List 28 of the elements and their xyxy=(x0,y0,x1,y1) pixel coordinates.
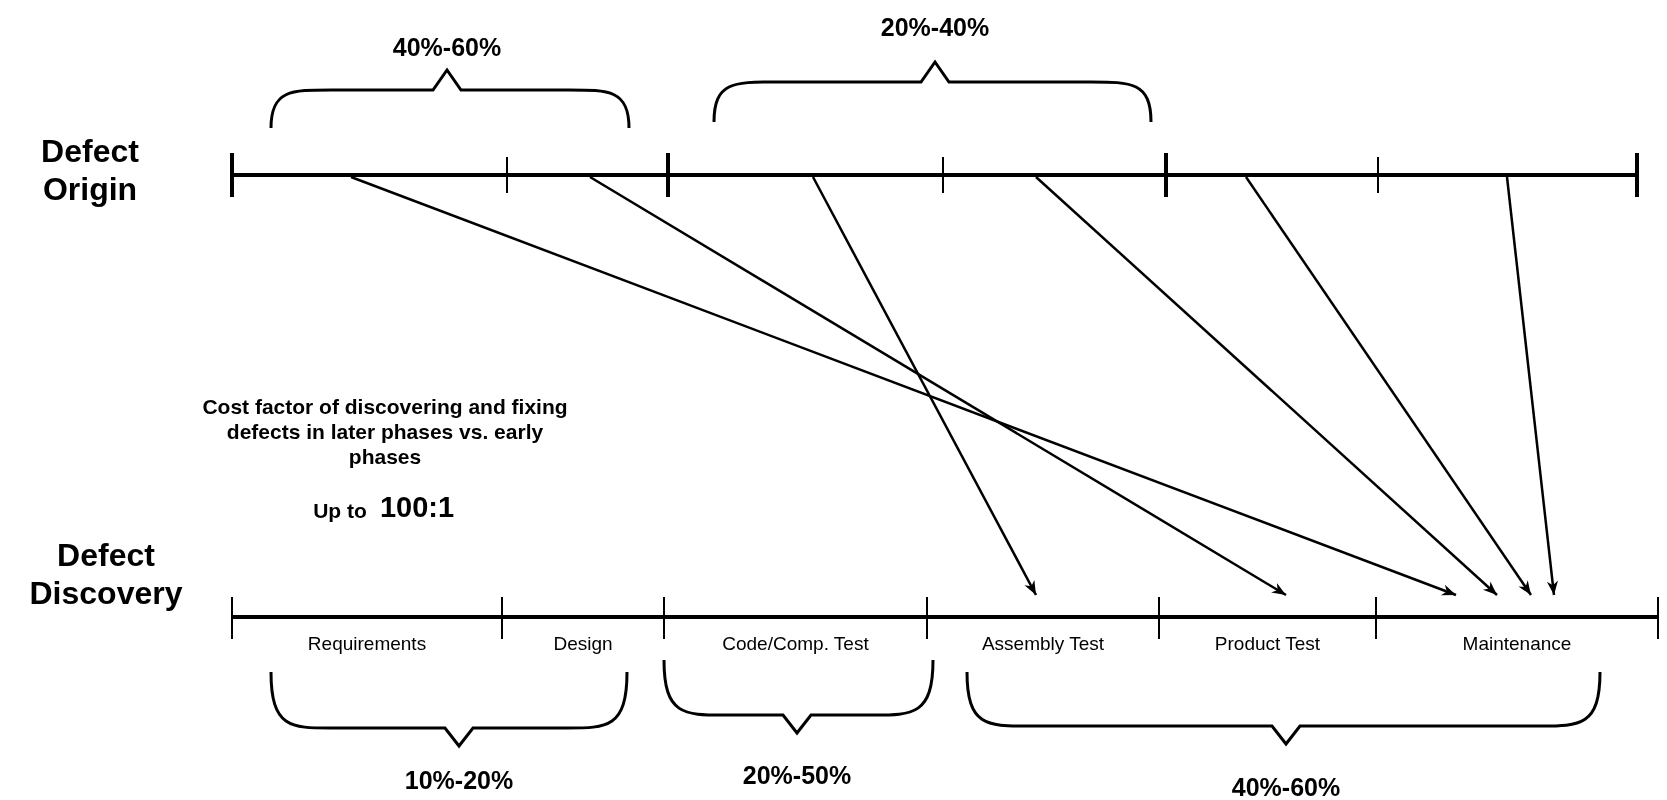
note-text: Cost factor of discovering and fixing defects in later phases vs. early phases xyxy=(201,394,569,470)
phase-label: Requirements xyxy=(306,633,428,655)
timeline-segment xyxy=(943,173,1166,177)
arrow xyxy=(1505,176,1558,596)
timeline-segment xyxy=(507,173,668,177)
phase-label: Product Test xyxy=(1213,633,1322,655)
arrow xyxy=(350,175,1457,597)
axis-title: Defect Origin xyxy=(40,132,140,209)
timeline-segment xyxy=(232,173,507,177)
timeline-segment xyxy=(668,173,943,177)
arrow xyxy=(1244,176,1533,596)
axis-title: Defect Discovery xyxy=(28,536,184,613)
percentage-label: 40%-60% xyxy=(391,32,503,62)
ratio-value: 100:1 xyxy=(378,490,456,525)
timeline-segment xyxy=(1378,173,1637,177)
percentage-label: 20%-40% xyxy=(879,12,991,42)
phase-label: Maintenance xyxy=(1461,633,1573,655)
arrow xyxy=(1035,176,1498,596)
percentage-label: 40%-60% xyxy=(1230,772,1342,800)
phase-label: Assembly Test xyxy=(980,633,1106,655)
phase-label: Code/Comp. Test xyxy=(721,633,870,655)
timeline-segment xyxy=(1166,173,1378,177)
arrow xyxy=(811,176,1038,596)
note-text: Up to xyxy=(312,498,368,524)
percentage-label: 20%-50% xyxy=(741,760,853,790)
phase-label: Design xyxy=(552,633,614,655)
arrow xyxy=(589,175,1287,597)
percentage-label: 10%-20% xyxy=(403,765,515,795)
